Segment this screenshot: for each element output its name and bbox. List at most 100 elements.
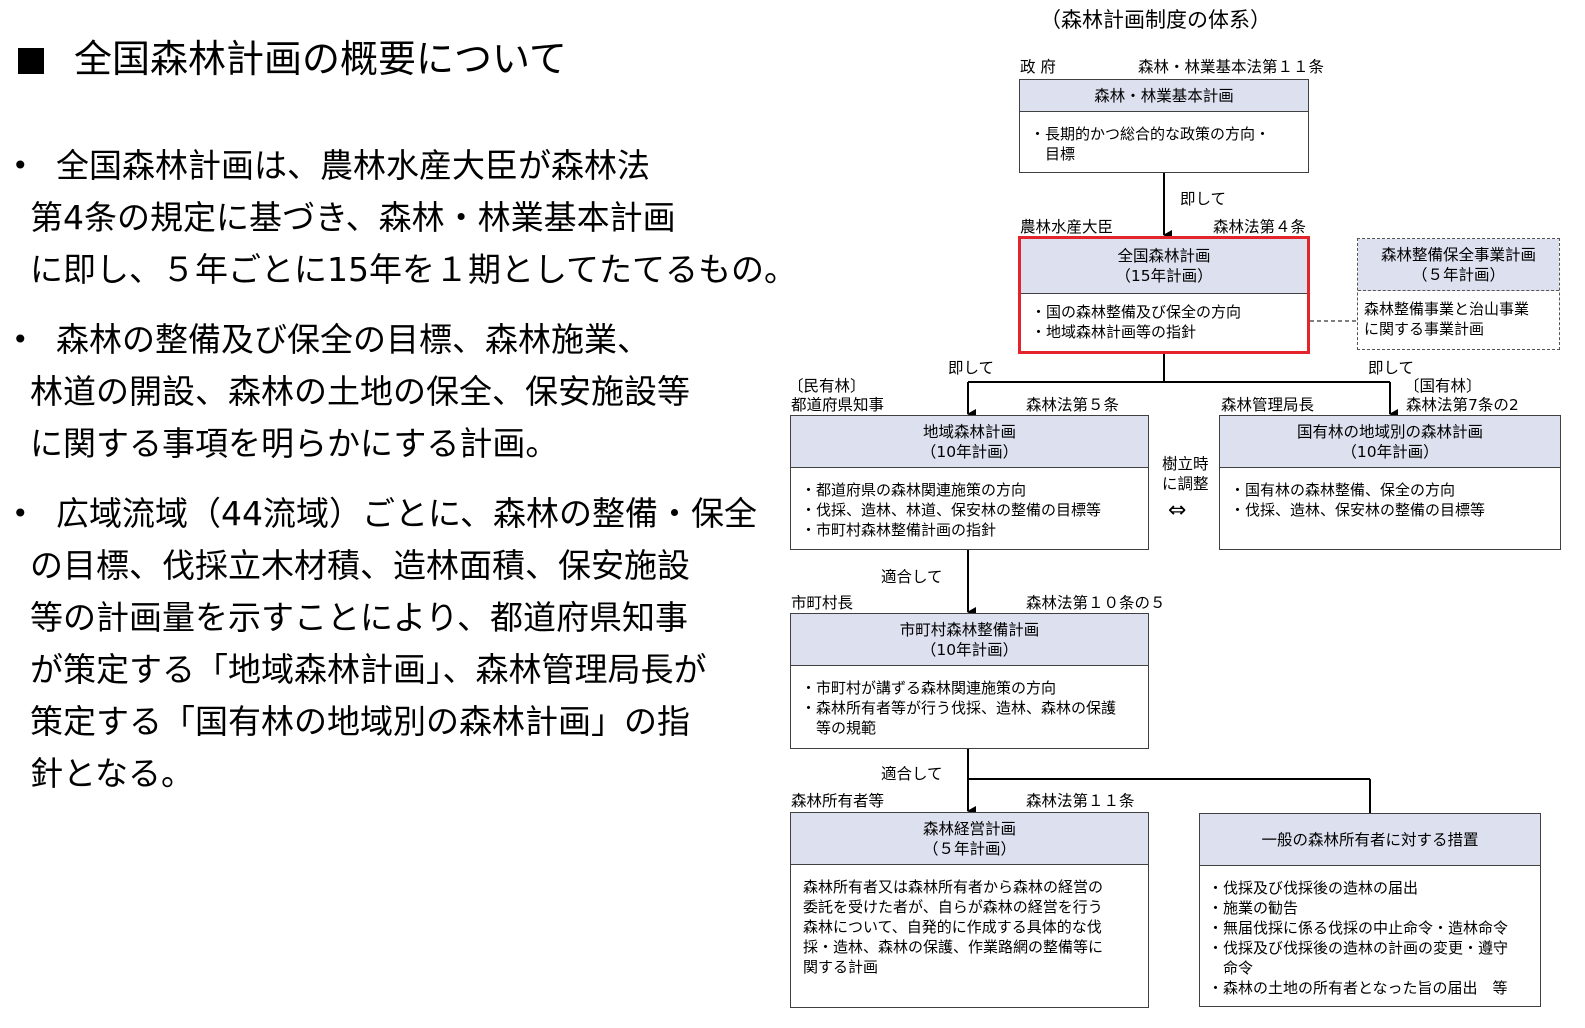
bullet-line: 森林の整備及び保全の目標、森林施業、 (56, 320, 650, 359)
summary-bullet-1: 全国森林計画は、農林水産大臣が森林法 第4条の規定に基づき、森林・林業基本計画 … (12, 140, 798, 296)
box-body-line: ・都道府県の森林関連施策の方向 (801, 481, 1027, 499)
box-title: 森林整備保全事業計画 (1380, 245, 1536, 264)
box-municipal-plan: 市町村森林整備計画 （10年計画） ・市町村が講ずる森林関連施策の方向 ・森林所… (790, 613, 1149, 749)
box-regional-forest-plan: 地域森林計画 （10年計画） ・都道府県の森林関連施策の方向 ・伐採、造林、林道… (790, 415, 1149, 550)
label-law10: 森林法第１０条の５ (1026, 594, 1166, 612)
box-subtitle: （10年計画） (1341, 442, 1439, 461)
square-bullet-icon (18, 48, 44, 74)
box-body: ・国有林の森林整備、保全の方向 ・伐採、造林、保安林の整備の目標等 (1220, 468, 1560, 520)
label-sokushite-3: 即して (1368, 359, 1415, 377)
label-law5: 森林法第５条 (1026, 396, 1120, 414)
bullet-line: 針となる。 (30, 754, 195, 793)
box-body-line: に関する事業計画 (1364, 320, 1485, 338)
label-adjust-1: 樹立時 (1162, 455, 1209, 473)
page-heading: 全国森林計画の概要について (18, 34, 567, 84)
box-body-line: ・国の森林整備及び保全の方向 (1031, 303, 1242, 321)
box-body: 森林所有者又は森林所有者から森林の経営の 委託を受けた者が、自らが森林の経営を行… (791, 865, 1148, 977)
label-gov-law: 森林・林業基本法第１１条 (1138, 58, 1325, 76)
label-law7: 森林法第7条の2 (1406, 396, 1519, 414)
box-body-line: ・伐採及び伐採後の造林の計画の変更・遵守 (1208, 939, 1509, 957)
bullet-line: 全国森林計画は、農林水産大臣が森林法 (56, 146, 650, 185)
bullet-line: 広域流域（44流域）ごとに、森林の整備・保全 (56, 494, 758, 533)
label-governor: 都道府県知事 (791, 396, 885, 414)
box-title: 市町村森林整備計画 (899, 620, 1040, 639)
box-body-line: 等の規範 (801, 719, 877, 737)
box-body: ・市町村が講ずる森林関連施策の方向 ・森林所有者等が行う伐採、造林、森林の保護 … (791, 666, 1148, 738)
box-header: 一般の森林所有者に対する措置 (1200, 814, 1540, 866)
label-minister-law: 森林法第４条 (1213, 218, 1307, 236)
bullet-line: 林道の開設、森林の土地の保全、保安施設等 (30, 372, 690, 411)
label-owners: 森林所有者等 (791, 792, 885, 810)
box-national-regional-plan: 国有林の地域別の森林計画 （10年計画） ・国有林の森林整備、保全の方向 ・伐採… (1219, 415, 1561, 550)
summary-bullet-2: 森林の整備及び保全の目標、森林施業、 林道の開設、森林の土地の保全、保安施設等 … (12, 314, 764, 470)
box-body-line: ・市町村が講ずる森林関連施策の方向 (801, 679, 1057, 697)
box-body-line: ・国有林の森林整備、保全の方向 (1230, 481, 1456, 499)
box-title: 一般の森林所有者に対する措置 (1261, 830, 1479, 849)
box-body-line: 関する計画 (803, 958, 879, 976)
box-body-line: 委託を受けた者が、自らが森林の経営を行う (803, 898, 1103, 916)
box-subtitle: （５年計画） (922, 839, 1016, 858)
box-body-line: 採・造林、森林の保護、作業路網の整備等に (803, 938, 1104, 956)
box-body: ・都道府県の森林関連施策の方向 ・伐採、造林、林道、保安林の整備の目標等 ・市町… (791, 468, 1148, 540)
box-header: 森林整備保全事業計画 （５年計画） (1358, 239, 1559, 291)
box-body-line: ・森林所有者等が行う伐採、造林、森林の保護 (801, 699, 1117, 717)
page-heading-text: 全国森林計画の概要について (74, 37, 567, 81)
box-body: ・国の森林整備及び保全の方向 ・地域森林計画等の指針 (1021, 294, 1307, 342)
bullet-line: に関する事項を明らかにする計画。 (30, 424, 559, 463)
box-body-line: 命令 (1208, 959, 1254, 977)
label-minister: 農林水産大臣 (1020, 218, 1114, 236)
label-national-forest: 〔国有林〕 (1404, 377, 1482, 395)
summary-bullet-list: 全国森林計画は、農林水産大臣が森林法 第4条の規定に基づき、森林・林業基本計画 … (12, 140, 798, 818)
box-title: 全国森林計画 (1117, 247, 1211, 265)
box-header: 国有林の地域別の森林計画 （10年計画） (1220, 416, 1560, 468)
bidirectional-arrow-icon: ⇔ (1168, 498, 1187, 523)
box-body-line: ・伐採、造林、保安林の整備の目標等 (1230, 501, 1486, 519)
box-header: 森林・林業基本計画 (1020, 80, 1308, 112)
label-sokushite-2: 即して (948, 359, 995, 377)
box-body-line: 森林について、自発的に作成する具体的な伐 (803, 918, 1102, 936)
box-body-line: ・伐採及び伐採後の造林の届出 (1208, 879, 1419, 897)
box-body-line: ・長期的かつ総合的な政策の方向・ (1030, 125, 1271, 143)
label-law11: 森林法第１１条 (1026, 792, 1135, 810)
box-subtitle: （10年計画） (920, 640, 1019, 659)
bullet-line: 策定する「国有林の地域別の森林計画」の指 (30, 702, 690, 741)
box-body: 森林整備事業と治山事業 に関する事業計画 (1358, 291, 1559, 339)
box-title: 地域森林計画 (922, 422, 1016, 441)
box-project-plan: 森林整備保全事業計画 （５年計画） 森林整備事業と治山事業 に関する事業計画 (1357, 238, 1560, 350)
label-bureau: 森林管理局長 (1221, 396, 1315, 414)
box-general-owners-measures: 一般の森林所有者に対する措置 ・伐採及び伐採後の造林の届出 ・施業の勧告 ・無届… (1199, 813, 1541, 1007)
box-subtitle: （10年計画） (920, 442, 1019, 461)
box-body-line: ・森林の土地の所有者となった旨の届出 等 (1208, 979, 1508, 997)
box-management-plan: 森林経営計画 （５年計画） 森林所有者又は森林所有者から森林の経営の 委託を受け… (790, 812, 1149, 1008)
bullet-line: の目標、伐採立木材積、造林面積、保安施設 (30, 546, 690, 585)
label-gov: 政 府 (1020, 58, 1056, 76)
box-body-line: ・無届伐採に係る伐採の中止命令・造林命令 (1208, 919, 1509, 937)
box-header: 森林経営計画 （５年計画） (791, 813, 1148, 865)
box-body-line: ・施業の勧告 (1208, 899, 1299, 917)
summary-bullet-3: 広域流域（44流域）ごとに、森林の整備・保全 の目標、伐採立木材積、造林面積、保… (12, 488, 764, 800)
box-title: 森林経営計画 (922, 819, 1016, 838)
bullet-line: 等の計画量を示すことにより、都道府県知事 (30, 598, 689, 637)
label-tekigo-2: 適合して (881, 765, 943, 783)
box-body-line: ・地域森林計画等の指針 (1031, 323, 1197, 341)
label-private-forest: 〔民有林〕 (788, 377, 866, 395)
box-body-line: 森林所有者又は森林所有者から森林の経営の (803, 878, 1104, 896)
label-tekigo-1: 適合して (881, 568, 943, 586)
box-title: 国有林の地域別の森林計画 (1296, 422, 1483, 441)
label-adjust-2: に調整 (1162, 475, 1209, 493)
box-subtitle: （５年計画） (1411, 265, 1505, 284)
box-header: 全国森林計画 （15年計画） (1021, 239, 1307, 294)
box-header: 地域森林計画 （10年計画） (791, 416, 1148, 468)
box-body-line: 森林整備事業と治山事業 (1364, 300, 1530, 318)
diagram-title: （森林計画制度の体系） (1040, 8, 1271, 32)
box-title: 森林・林業基本計画 (1094, 86, 1234, 105)
box-body: ・長期的かつ総合的な政策の方向・ 目標 (1020, 112, 1308, 164)
box-body-line: 目標 (1030, 145, 1076, 163)
box-basic-plan: 森林・林業基本計画 ・長期的かつ総合的な政策の方向・ 目標 (1019, 79, 1309, 173)
bullet-line: に即し、５年ごとに15年を１期としてたてるもの。 (30, 250, 798, 289)
box-body-line: ・市町村森林整備計画の指針 (801, 521, 997, 539)
label-mayor: 市町村長 (791, 594, 854, 612)
bullet-line: 第4条の規定に基づき、森林・林業基本計画 (30, 198, 676, 237)
box-body: ・伐採及び伐採後の造林の届出 ・施業の勧告 ・無届伐採に係る伐採の中止命令・造林… (1200, 866, 1540, 998)
box-national-forest-plan: 全国森林計画 （15年計画） ・国の森林整備及び保全の方向 ・地域森林計画等の指… (1018, 236, 1310, 354)
